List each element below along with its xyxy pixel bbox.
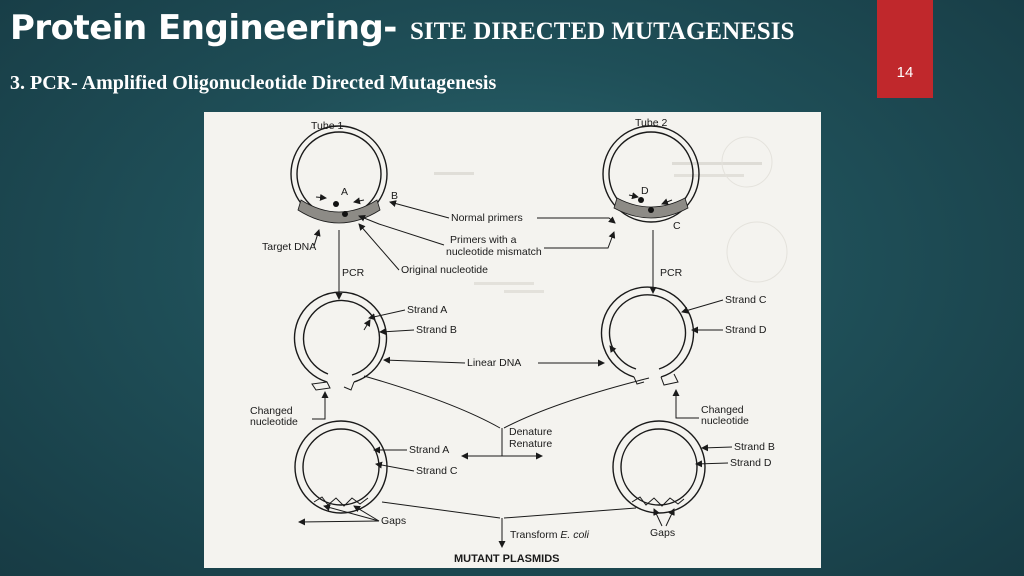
scan-artifacts: [434, 136, 788, 293]
strand-d-top-label: Strand D: [725, 324, 767, 336]
primer-a-label: A: [341, 186, 348, 198]
linear-dna-label: Linear DNA: [467, 357, 521, 369]
renature-label: Renature: [509, 438, 552, 450]
transform-ecoli: E. coli: [560, 529, 589, 541]
linear-plasmid-left: [293, 291, 388, 391]
primer-b-label: B: [391, 190, 398, 202]
mutant-plasmids-label: MUTANT PLASMIDS: [454, 553, 560, 565]
slide-title: Protein Engineering- SITE DIRECTED MUTAG…: [10, 8, 794, 48]
strand-c-bottom-label: Strand C: [416, 465, 458, 477]
tube1-plasmid: [290, 125, 388, 224]
gaps-left-label: Gaps: [381, 515, 406, 527]
gaps-right-label: Gaps: [650, 527, 675, 539]
normal-primers-label: Normal primers: [451, 212, 523, 224]
mismatch-label-2: nucleotide mismatch: [446, 246, 542, 258]
strand-b-bottom-label: Strand B: [734, 441, 775, 453]
diagram-svg: Tube 1 Tube 2 A B D C Normal primers Pri…: [250, 117, 788, 565]
mutagenesis-diagram: Tube 1 Tube 2 A B D C Normal primers Pri…: [204, 112, 821, 568]
target-dna-label: Target DNA: [262, 241, 316, 253]
original-nucleotide-label: Original nucleotide: [401, 264, 488, 276]
changed-right-label-1: Changed: [701, 404, 744, 416]
strand-c-top-label: Strand C: [725, 294, 767, 306]
strand-b-top-label: Strand B: [416, 324, 457, 336]
pcr-right-label: PCR: [660, 267, 683, 279]
primer-c-label: C: [673, 220, 681, 232]
pcr-left-label: PCR: [342, 267, 365, 279]
linear-plasmid-right: [600, 286, 695, 386]
strand-a-bottom-label: Strand A: [409, 444, 449, 456]
changed-right-label-2: nucleotide: [701, 415, 749, 427]
mismatch-label-1: Primers with a: [450, 234, 517, 246]
changed-left-label-1: Changed: [250, 405, 293, 417]
denature-label: Denature: [509, 426, 552, 438]
transform-label: Transform E. coli: [510, 529, 590, 541]
changed-left-label-2: nucleotide: [250, 416, 298, 428]
title-main: Protein Engineering-: [10, 8, 397, 48]
gapped-plasmid-right: [612, 420, 706, 514]
slide-subtitle: 3. PCR- Amplified Oligonucleotide Direct…: [10, 72, 497, 94]
strand-a-top-label: Strand A: [407, 304, 447, 316]
transform-prefix: Transform: [510, 529, 560, 541]
strand-d-bottom-label: Strand D: [730, 457, 772, 469]
gapped-plasmid-left: [294, 420, 388, 514]
primer-d-label: D: [641, 185, 649, 197]
title-sub: SITE DIRECTED MUTAGENESIS: [409, 18, 795, 45]
tube2-plasmid: [602, 125, 700, 223]
slide-number-badge: 14: [877, 0, 933, 98]
tube1-label: Tube 1: [311, 120, 343, 132]
